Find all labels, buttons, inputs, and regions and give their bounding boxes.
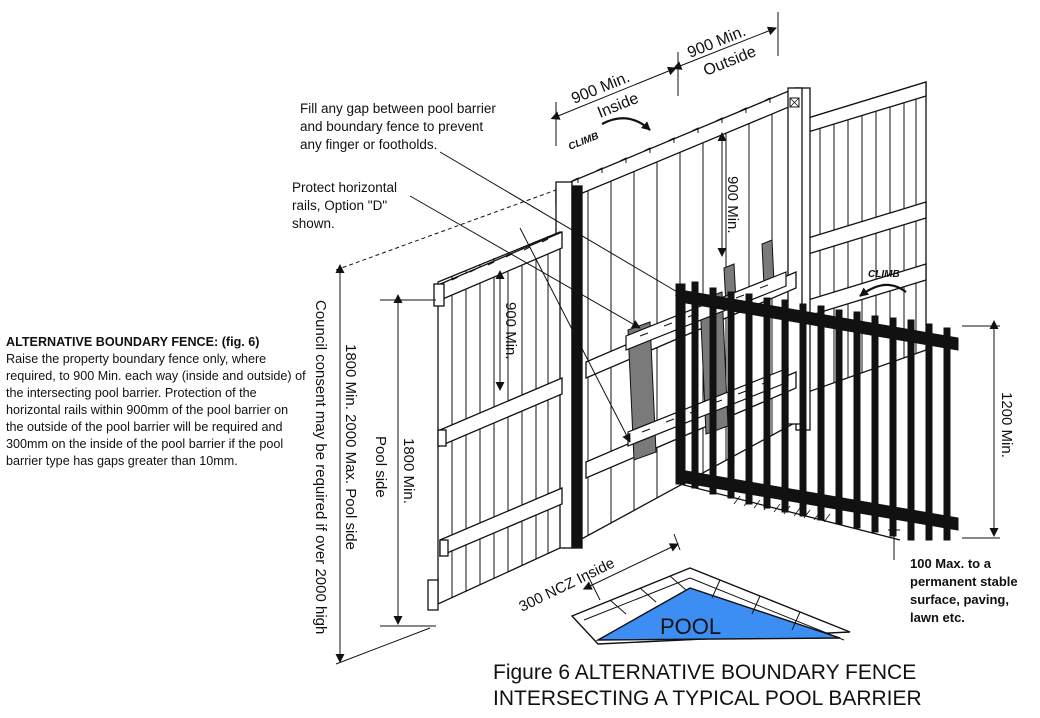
- label-climb-top: CLIMB: [567, 131, 600, 153]
- raised-fence-post-right: [787, 87, 803, 425]
- side-note-title: ALTERNATIVE BOUNDARY FENCE: (fig. 6): [6, 335, 260, 349]
- label-council-note: Council consent may be required if over …: [312, 300, 329, 634]
- low-fence-post-bottom: [427, 579, 439, 611]
- label-pool-side: Pool side: [372, 436, 389, 498]
- label-fill-gap-2: and boundary fence to prevent: [300, 119, 483, 134]
- low-fence-post-top: [433, 283, 445, 307]
- label-1200-min: 1200 Min.: [998, 392, 1015, 458]
- raised-fence-post-left-shadow: [571, 185, 583, 549]
- pool-coping-tiles: [583, 575, 845, 641]
- pool-barrier: [675, 281, 959, 541]
- low-boundary-fence: [427, 231, 563, 611]
- label-surface-1: 100 Max. to a: [910, 556, 992, 571]
- diagram-labels: 900 Min. Inside 900 Min. Outside Fill an…: [292, 23, 1018, 639]
- label-protect-2: rails, Option "D": [292, 198, 387, 213]
- pool-area: [570, 567, 851, 645]
- pool-barrier-end-post: [675, 283, 686, 485]
- label-vertical-900-left: 900 Min.: [502, 302, 519, 360]
- ground-line-barrier: [679, 483, 901, 541]
- label-vertical-900-post: 900 Min.: [724, 176, 741, 234]
- label-fill-gap-3: any finger or footholds.: [300, 137, 437, 152]
- label-surface-2: permanent stable: [910, 574, 1018, 589]
- label-surface-4: lawn etc.: [910, 610, 965, 625]
- outside-boundary-fence: [795, 81, 927, 431]
- label-protect-1: Protect horizontal: [292, 180, 397, 195]
- climb-arrow-right: [859, 283, 907, 297]
- pool-barrier-pickets: [691, 281, 951, 541]
- pool-water: [595, 587, 841, 641]
- climb-arrow-top: [601, 117, 651, 131]
- climb-arrows: [601, 117, 907, 297]
- label-pool: POOL: [660, 614, 721, 639]
- dimension-lines: [335, 12, 1000, 665]
- label-surface-3: surface, paving,: [910, 592, 1009, 607]
- label-1800-min: 1800 Min.: [400, 438, 417, 504]
- caption-line-2: INTERSECTING A TYPICAL POOL BARRIER: [493, 687, 922, 710]
- ground-hatching: [733, 495, 831, 523]
- side-note-body: Raise the property boundary fence only, …: [6, 352, 306, 468]
- label-height-range: 1800 Min. 2000 Max. Pool side: [342, 344, 359, 550]
- side-note: ALTERNATIVE BOUNDARY FENCE: (fig. 6) Rai…: [6, 334, 308, 470]
- label-climb-right: CLIMB: [868, 269, 900, 280]
- figure-caption: Figure 6 ALTERNATIVE BOUNDARY FENCE INTE…: [493, 660, 922, 712]
- raised-top-rail-notches: [571, 97, 771, 183]
- caption-line-1: Figure 6 ALTERNATIVE BOUNDARY FENCE: [493, 661, 917, 684]
- label-protect-3: shown.: [292, 216, 335, 231]
- label-fill-gap-1: Fill any gap between pool barrier: [300, 101, 496, 116]
